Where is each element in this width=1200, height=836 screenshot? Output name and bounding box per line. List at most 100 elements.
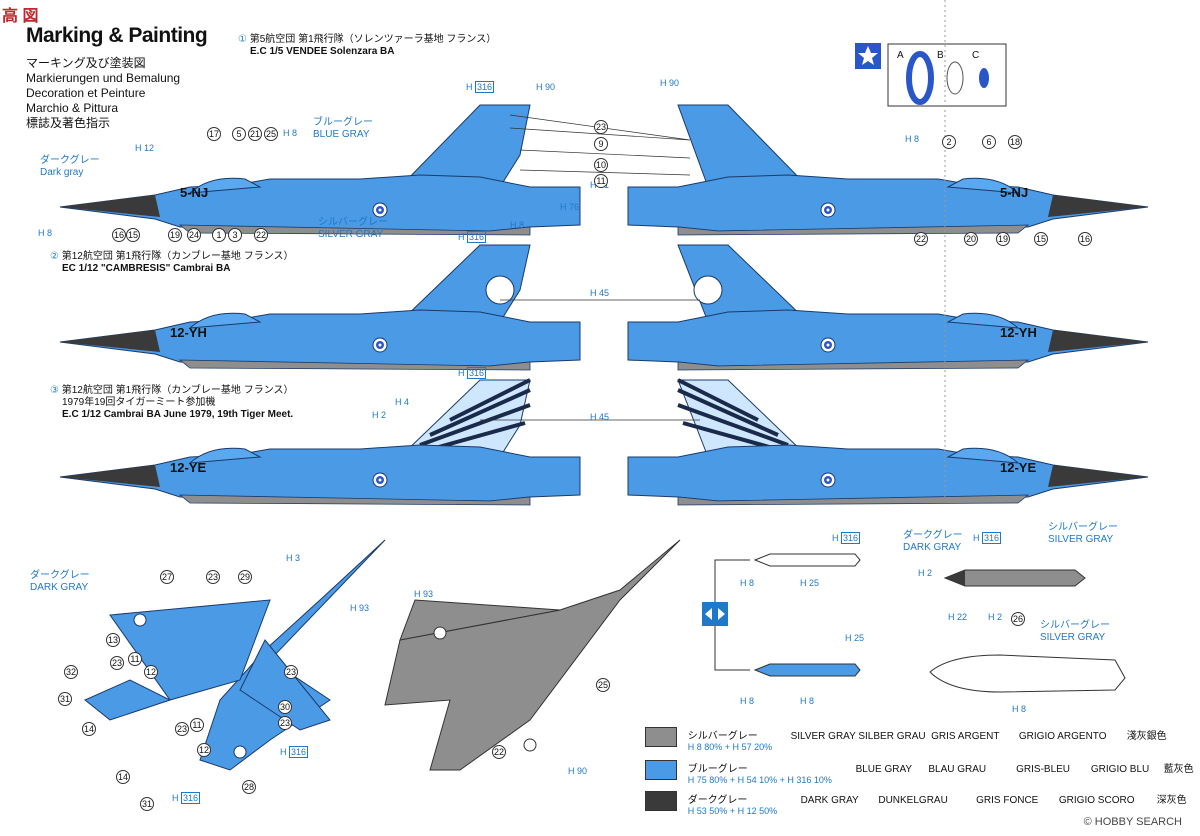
legend-mix: H 75 80% + H 54 10% + H 316 10% [687,775,832,785]
subtitle-block: マーキング及び塗装図 Markierungen und Bemalung Dec… [26,56,180,131]
label-en: BLUE GRAY [313,129,370,140]
scheme-jp2: 1979年19回タイガーミート参加機 [62,397,216,408]
legend-mix: H 53 50% + H 12 50% [687,806,778,816]
missile-1 [753,553,861,567]
scheme-en: EC 1/12 "CAMBRESIS" Cambrai BA [62,263,231,274]
legend-row-silver: シルバーグレー SILVER GRAY SILBER GRAU GRIS ARG… [645,727,1167,753]
legend-jp: ダークグレー [687,795,748,806]
scheme-number: ① [238,34,247,45]
callout-number: 12 [144,665,158,679]
callout-number: 28 [242,780,256,794]
callout-number: 22 [914,232,928,246]
drop-tank [929,654,1126,693]
callout-number: 11 [594,174,608,188]
swatch-silver [645,727,677,747]
callout-number: 14 [116,770,130,784]
legend-cn: 淺灰銀色 [1126,731,1167,742]
callout-number: 22 [492,745,506,759]
hcode-box: 316 [181,792,201,804]
legend-names: ブルーグレー BLUE GRAY BLAU GRAU GRIS-BLEU GRI… [688,760,1194,786]
callout-number: 31 [58,692,72,706]
callout-number: 3 [228,228,242,242]
callout-number: 25 [264,127,278,141]
label-jp: シルバーグレー [318,217,388,228]
callout-number: 25 [596,678,610,692]
subtitle-line: Markierungen und Bemalung [26,71,181,85]
legend-it: GRIGIO BLU [1090,764,1150,775]
callout-number: 16 [112,228,126,242]
hcode-label: H 8 [740,696,755,706]
callout-number: 23 [594,120,608,134]
roundel-label-a: A [897,50,904,61]
legend-it: GRIGIO SCORO [1058,795,1135,806]
callout-number: 29 [238,570,252,584]
callout-number: 26 [1011,612,1025,626]
callout-number: 1 [212,228,226,242]
callout-number: 23 [110,656,124,670]
legend-row-blue: ブルーグレー BLUE GRAY BLAU GRAU GRIS-BLEU GRI… [645,760,1194,786]
legend-cn: 深灰色 [1156,795,1187,806]
legend-names: シルバーグレー SILVER GRAY SILBER GRAU GRIS ARG… [688,727,1167,753]
hcode-label: H 8 [38,228,53,238]
hcode-label: H 12 [135,143,155,153]
label-silver-gray-tank: シルバーグレー SILVER GRAY [1040,620,1110,644]
callout-number: 23 [278,716,292,730]
scheme-1-left-view [59,104,581,236]
subtitle-line: Marchio & Pittura [26,101,119,115]
watermark-top: 高 図 [2,8,39,25]
hcode-label: H 8 [800,696,815,706]
subtitle-line: 標誌及著色指示 [26,116,111,130]
hcode-box: 316 [475,81,495,93]
missile-2 [753,663,861,677]
hcode-box: 316 [467,231,487,243]
callout-number: 15 [1034,232,1048,246]
label-silver-gray: シルバーグレー SILVER GRAY [318,217,388,241]
swatch-blue [645,760,677,780]
hcode-label: H 8 [510,220,525,230]
scheme-jp: 第5航空団 第1飛行隊（ソレンツァーラ基地 フランス） [249,34,497,45]
callout-number: 30 [278,700,292,714]
label-en: SILVER GRAY [318,229,384,240]
callout-number: 11 [128,652,142,666]
code-3-left: 12-YE [170,460,207,475]
hcode-label: H 76 [560,202,580,212]
callout-number: 23 [175,722,189,736]
callout-number: 22 [254,228,268,242]
hcode-label: H 45 [590,412,610,422]
label-dark-gray: ダークグレー Dark gray [40,155,100,179]
label-jp: ダークグレー [30,570,90,581]
legend-names: ダークグレー DARK GRAY DUNKELGRAU GRIS FONCE G… [688,791,1187,817]
callout-number: 32 [64,665,78,679]
hcode-label: H 25 [845,633,865,643]
callout-number: 16 [1078,232,1092,246]
callout-number: 15 [126,228,140,242]
hcode-label: H 8 [283,128,298,138]
hcode-box: 316 [841,532,861,544]
hcode-label: H 316 [280,746,309,758]
callout-number: 31 [140,797,154,811]
scheme-jp: 第12航空団 第1飛行隊（カンブレー基地 フランス） [61,251,294,262]
legend-en: BLUE GRAY [855,764,913,775]
bottom-view-blue [84,539,386,771]
legend-row-dark: ダークグレー DARK GRAY DUNKELGRAU GRIS FONCE G… [645,791,1187,817]
label-jp: ダークグレー [40,155,100,166]
roundel-label-b: B [937,50,944,61]
watermark-bottom: © HOBBY SEARCH [1083,816,1182,828]
hcode-label: H 8 [740,578,755,588]
label-en: SILVER GRAY [1048,534,1114,545]
callout-number: 19 [168,228,182,242]
scheme-jp: 第12航空団 第1飛行隊（カンブレー基地 フランス） [61,385,294,396]
label-silver-gray-missile: シルバーグレー SILVER GRAY [1048,522,1118,546]
hcode-label: H 93 [414,589,434,599]
callout-number: 5 [232,127,246,141]
code-3-right: 12-YE [1000,460,1037,475]
label-en: DARK GRAY [903,542,962,553]
scheme-2-right-view [628,244,1148,370]
callout-number: 10 [594,158,608,172]
hcode-label: H 90 [660,78,680,88]
scheme-number: ② [50,251,59,262]
hcode-box: 316 [467,367,487,379]
legend-jp: ブルーグレー [687,764,748,775]
hcode-label: H 316 [466,81,495,93]
